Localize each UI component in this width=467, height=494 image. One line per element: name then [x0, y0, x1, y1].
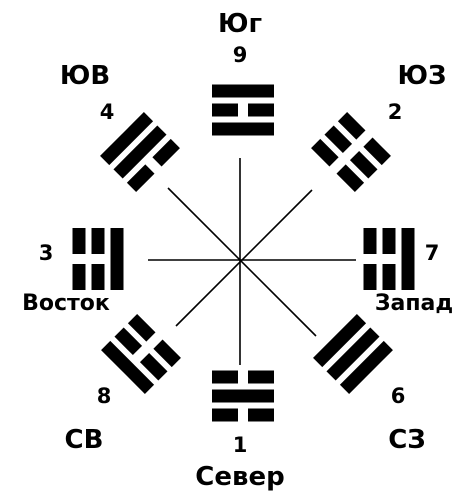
trigram-line-inner-solid: [212, 122, 274, 136]
trigram-north: [212, 370, 274, 422]
trigram-line-outer-solid: [100, 112, 154, 166]
trigram-line-inner-broken-right: [363, 264, 377, 290]
trigram-line-middle-broken-right: [91, 228, 105, 254]
trigram-line-inner-broken-right: [336, 164, 365, 192]
trigram-line-outer-solid: [401, 228, 415, 290]
trigram-line-middle-broken-left: [382, 228, 396, 254]
number-south: 9: [233, 43, 248, 67]
trigram-line-middle-solid: [113, 125, 167, 179]
number-northwest: 6: [391, 384, 406, 408]
trigram-line-middle-broken-left: [91, 264, 105, 290]
direction-label-southwest: ЮЗ: [398, 61, 447, 91]
number-northeast: 8: [97, 384, 112, 408]
trigram-line-outer-broken-right: [72, 228, 86, 254]
number-southeast: 4: [100, 100, 115, 124]
trigram-line-inner-solid: [110, 228, 124, 290]
trigram-southeast: [100, 112, 180, 192]
number-north: 1: [233, 433, 248, 457]
trigram-line-middle-broken-right: [114, 327, 143, 356]
trigram-line-middle-solid: [326, 327, 380, 381]
direction-label-north: Север: [195, 462, 284, 492]
trigram-line-outer-broken-left: [72, 264, 86, 290]
trigram-line-outer-broken-left: [337, 112, 366, 140]
trigram-line-outer-solid: [212, 84, 274, 98]
trigram-line-inner-broken-left: [363, 228, 377, 254]
trigram-line-inner-broken-left: [126, 164, 155, 192]
direction-label-northeast: СВ: [65, 425, 104, 455]
direction-label-east: Восток: [22, 291, 110, 316]
trigram-line-inner-broken-right: [127, 314, 156, 342]
direction-label-southeast: ЮВ: [60, 61, 110, 91]
trigram-line-outer-solid: [101, 340, 155, 394]
direction-label-west: Запад: [375, 291, 453, 316]
trigram-line-middle-broken-right: [349, 150, 378, 179]
trigram-line-middle-broken-right: [248, 103, 274, 117]
trigram-west: [363, 228, 415, 290]
direction-label-northwest: СЗ: [388, 425, 426, 455]
trigram-line-outer-solid: [339, 340, 393, 394]
number-southwest: 2: [388, 100, 403, 124]
trigram-line-middle-broken-left: [139, 352, 168, 381]
trigram-line-middle-broken-left: [324, 125, 353, 154]
trigram-line-inner-solid: [313, 314, 367, 368]
trigram-line-inner-broken-left: [153, 339, 181, 368]
spoke-nw-se: [167, 187, 317, 337]
trigram-line-inner-broken-right: [152, 138, 180, 167]
trigram-northwest: [313, 314, 393, 394]
trigram-line-middle-broken-right: [382, 264, 396, 290]
direction-label-south: Юг: [218, 9, 262, 39]
trigram-line-outer-broken-left: [248, 408, 274, 422]
trigram-line-inner-broken-left: [248, 370, 274, 384]
trigram-northeast: [101, 314, 181, 394]
number-east: 3: [39, 241, 54, 265]
trigram-east: [72, 228, 124, 290]
trigram-line-inner-broken-right: [212, 370, 238, 384]
number-west: 7: [425, 241, 440, 265]
spoke-ne-sw: [175, 189, 313, 327]
trigram-southwest: [311, 112, 391, 192]
trigram-line-middle-broken-left: [212, 103, 238, 117]
trigram-line-outer-broken-right: [363, 137, 391, 166]
trigram-line-inner-broken-left: [311, 138, 339, 167]
spokes: [148, 158, 356, 365]
trigram-south: [212, 84, 274, 136]
trigram-line-outer-broken-right: [212, 408, 238, 422]
trigram-line-middle-solid: [212, 389, 274, 403]
